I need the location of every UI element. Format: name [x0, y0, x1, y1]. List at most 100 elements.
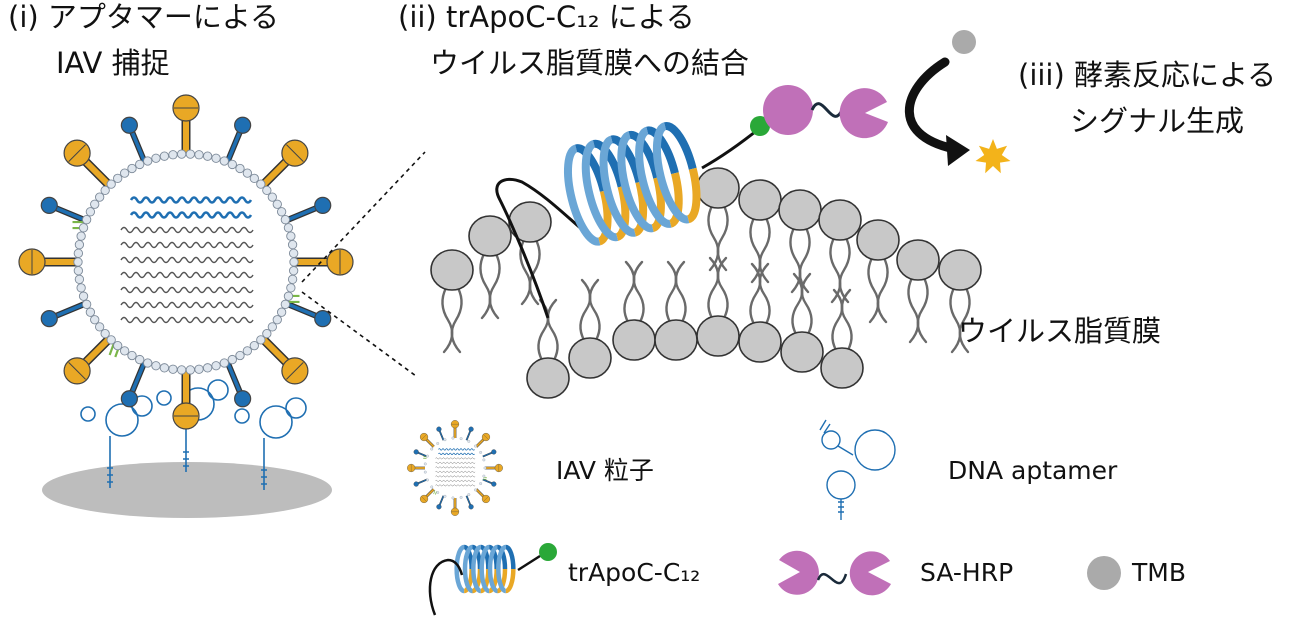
lipid-heads	[430, 167, 982, 399]
lipid-tail	[791, 272, 804, 336]
legend-aptamer-label: DNA aptamer	[948, 456, 1118, 485]
rna-segment	[120, 301, 254, 309]
aptamer-loop-small	[80, 406, 96, 422]
membrane-bead	[168, 364, 178, 374]
membrane-bead	[78, 291, 89, 301]
helix-back-top	[487, 544, 499, 594]
membrane-bead	[194, 364, 204, 374]
membrane-bead	[249, 341, 259, 351]
lipid-tail	[789, 226, 802, 294]
legend-trapoc-tail	[428, 558, 464, 616]
aptamer-stem	[261, 438, 267, 490]
trapoc-helix	[563, 122, 701, 246]
rna-segment	[120, 271, 254, 279]
helix-back-top	[496, 544, 507, 594]
membrane-bead	[151, 361, 161, 371]
rna-segment	[435, 484, 476, 487]
membrane-bead	[119, 346, 130, 356]
membrane-bead	[482, 458, 486, 462]
membrane-bead	[479, 451, 483, 454]
na-spike-head	[468, 504, 474, 510]
legend-tmb-label: TMB	[1132, 558, 1186, 587]
membrane-bead	[76, 283, 86, 293]
membrane-bead	[74, 240, 85, 250]
membrane-bead	[467, 439, 471, 443]
sa-hrp-left-pacman	[763, 85, 813, 135]
lipid-tail	[450, 286, 463, 354]
na-spike-head	[314, 310, 332, 328]
membrane-bead	[135, 354, 145, 365]
lipid-head	[938, 249, 982, 291]
membrane-bead	[185, 149, 195, 159]
membrane-bead	[202, 363, 213, 373]
helix-front-top	[592, 139, 626, 188]
membrane-bead	[177, 365, 187, 375]
lipid-head	[738, 321, 782, 363]
lipid-tail	[479, 252, 492, 320]
lipid-tail	[758, 262, 771, 326]
sa-hrp-right-pacman	[839, 88, 888, 139]
helix-front-bottom	[633, 181, 648, 237]
membrane-bead	[242, 168, 253, 178]
membrane-bead	[443, 438, 447, 442]
membrane-bead	[288, 248, 299, 258]
lipid-head	[818, 199, 862, 241]
aptamer-stem	[107, 436, 113, 488]
spike-head-line	[483, 434, 489, 440]
membrane-bead	[283, 291, 294, 301]
spike-head-line	[421, 496, 427, 502]
lipid-tail	[838, 236, 851, 304]
lipid-head	[654, 319, 698, 361]
membrane-label: ウイルス脂質膜	[958, 314, 1162, 348]
membrane-bead	[100, 185, 110, 196]
membrane-bead	[227, 159, 237, 170]
rna-segment	[120, 241, 254, 249]
na-spike-head	[413, 481, 419, 487]
membrane-bead	[73, 248, 84, 258]
lipid-tail	[749, 262, 762, 326]
sa-hrp-linker	[810, 102, 844, 118]
membrane-bead	[78, 223, 89, 233]
lipid-head	[568, 337, 612, 379]
helix-front-bottom	[686, 167, 701, 224]
membrane-bead	[76, 231, 86, 241]
membrane-bead	[280, 215, 291, 225]
helix-front-top	[664, 122, 697, 170]
reaction-arrow	[904, 57, 965, 155]
lipid-tails	[441, 204, 971, 362]
lipid-tail	[798, 226, 811, 294]
membrane-bead	[85, 307, 96, 317]
lipid-head	[696, 167, 740, 209]
membrane-bead	[235, 350, 245, 361]
rna-segment	[120, 286, 254, 294]
membrane-bead	[423, 462, 427, 466]
zoom-line-bottom	[301, 291, 417, 377]
spike-head-line	[483, 496, 489, 502]
membrane-bead	[219, 156, 229, 166]
aptamer-loop-large	[105, 403, 139, 437]
membrane-bead	[272, 315, 282, 325]
rna-segment	[129, 211, 253, 219]
membrane-bead	[426, 478, 429, 482]
lipid-tail	[716, 204, 729, 272]
step2-title-line2: ウイルス脂質膜への結合	[430, 46, 750, 80]
membrane-bead	[289, 257, 299, 267]
biotin-dot	[750, 116, 770, 136]
helix-back-top	[635, 126, 672, 228]
helix-back-top	[563, 144, 601, 246]
membrane-bead	[227, 354, 237, 365]
helix-back-top	[599, 135, 636, 237]
membrane-bead	[100, 328, 110, 339]
legend-aptamer-icon	[819, 419, 896, 520]
membrane-bead	[276, 207, 287, 217]
lipid-tail	[831, 288, 844, 352]
rna-segment	[435, 461, 476, 464]
membrane-bead	[211, 153, 221, 163]
na-spike-head	[413, 449, 419, 455]
helix-front-top	[575, 144, 608, 192]
membrane-bead	[436, 491, 440, 494]
aptamer-loop-side	[207, 379, 229, 401]
helix-back-top	[652, 122, 690, 224]
membrane-bead	[235, 163, 245, 174]
membrane-bead	[74, 274, 85, 284]
